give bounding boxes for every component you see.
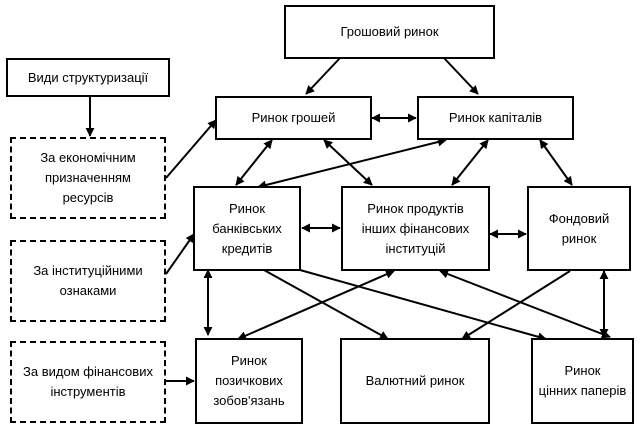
arrow-economic-to-money [165,119,217,179]
arrow-money-market-to-capital [443,57,479,95]
arrow-bank-currency [263,269,389,340]
arrow-institutional-to-bank [165,233,195,275]
arrow-money-market-to-money [305,57,341,95]
securities-market-box: Ринок цінних паперів [531,338,634,424]
arrow-capital-other [451,139,489,186]
criterion-economic-box: За економічним призначенням ресурсів [10,137,166,219]
arrow-capital-bank [257,137,447,190]
arrow-money-other [323,139,373,186]
arrow-money-bank [235,139,273,186]
money-box: Ринок грошей [215,96,372,140]
structurization-types-box: Види структуризації [6,58,170,97]
arrow-bank-securities [299,269,547,342]
arrow-stock-currency [461,270,571,340]
arrow-other-securities [439,269,611,339]
loan-obligations-box: Ринок позичкових зобов'язань [195,338,303,424]
currency-market-box: Валютний ринок [340,338,490,424]
arrow-capital-stock [539,139,573,186]
other-institutions-box: Ринок продуктів інших фінансових інститу… [341,186,490,271]
arrow-other-loan [237,270,395,340]
criterion-institutional-box: За інституційними ознаками [10,240,166,322]
capital-box: Ринок капіталів [417,96,574,140]
money-market-box: Грошовий ринок [284,5,495,59]
stock-market-box: Фондовий ринок [527,186,631,271]
criterion-instrument-box: За видом фінансових інструментів [10,341,166,423]
bank-credit-box: Ринок банківських кредитів [193,186,301,271]
